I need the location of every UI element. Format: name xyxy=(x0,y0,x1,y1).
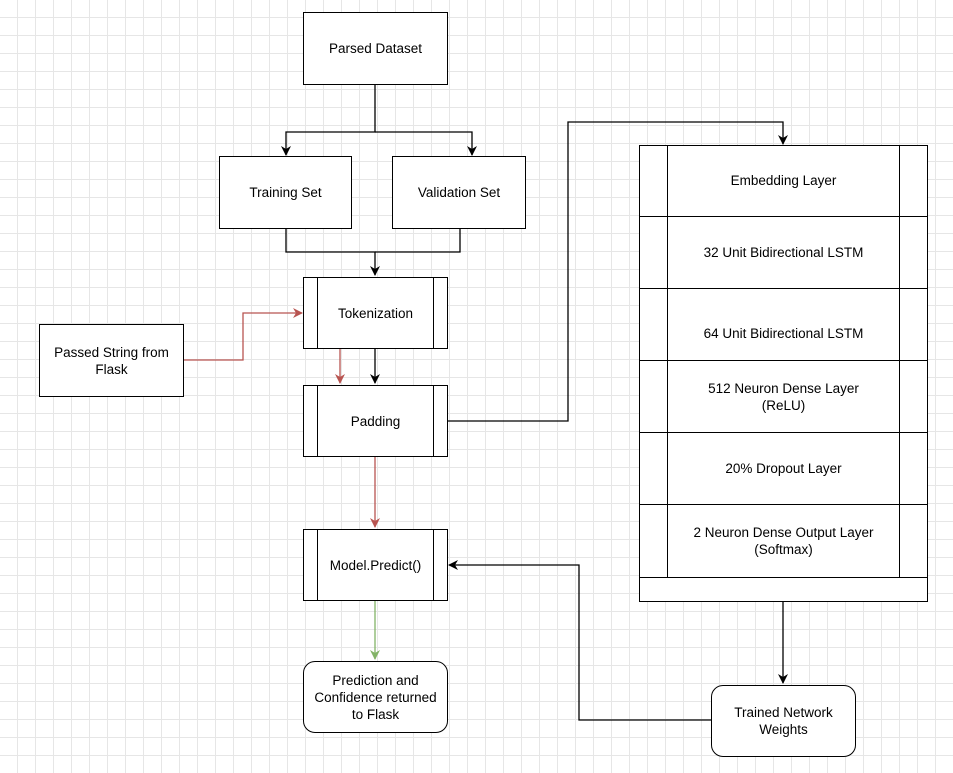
edge-dataset-to-validation xyxy=(375,131,477,156)
layer-dense-output[interactable]: 2 Neuron Dense Output Layer (Softmax) xyxy=(639,505,928,578)
edge-string-to-tokenization xyxy=(184,308,303,361)
parsed-dataset-node[interactable]: Parsed Dataset xyxy=(303,12,448,85)
layer-embedding[interactable]: Embedding Layer xyxy=(639,145,928,217)
model-predict-node[interactable]: Model.Predict() xyxy=(303,529,448,601)
edge-weights-to-predict xyxy=(448,560,711,721)
prediction-node[interactable]: Prediction and Confidence returned to Fl… xyxy=(303,661,448,733)
tokenization-node[interactable]: Tokenization xyxy=(303,277,448,349)
training-set-node[interactable]: Training Set xyxy=(219,156,352,229)
layer-dropout[interactable]: 20% Dropout Layer xyxy=(639,433,928,505)
edge-dataset-to-training xyxy=(281,85,376,156)
layer-lstm-64[interactable]: 64 Unit Bidirectional LSTM xyxy=(639,289,928,361)
passed-string-node[interactable]: Passed String from Flask xyxy=(39,324,184,397)
layer-dense-512[interactable]: 512 Neuron Dense Layer (ReLU) xyxy=(639,361,928,433)
edge-validation-to-tokenization xyxy=(375,229,461,253)
padding-node[interactable]: Padding xyxy=(303,385,448,457)
trained-weights-node[interactable]: Trained Network Weights xyxy=(711,685,856,757)
edge-padding-to-network xyxy=(447,121,788,422)
layer-lstm-32[interactable]: 32 Unit Bidirectional LSTM xyxy=(639,217,928,289)
network-stack-right-rail xyxy=(899,145,900,578)
network-stack-left-rail xyxy=(667,145,668,578)
validation-set-node[interactable]: Validation Set xyxy=(392,156,526,229)
network-stack[interactable] xyxy=(639,145,928,602)
edge-training-to-tokenization xyxy=(285,229,380,276)
